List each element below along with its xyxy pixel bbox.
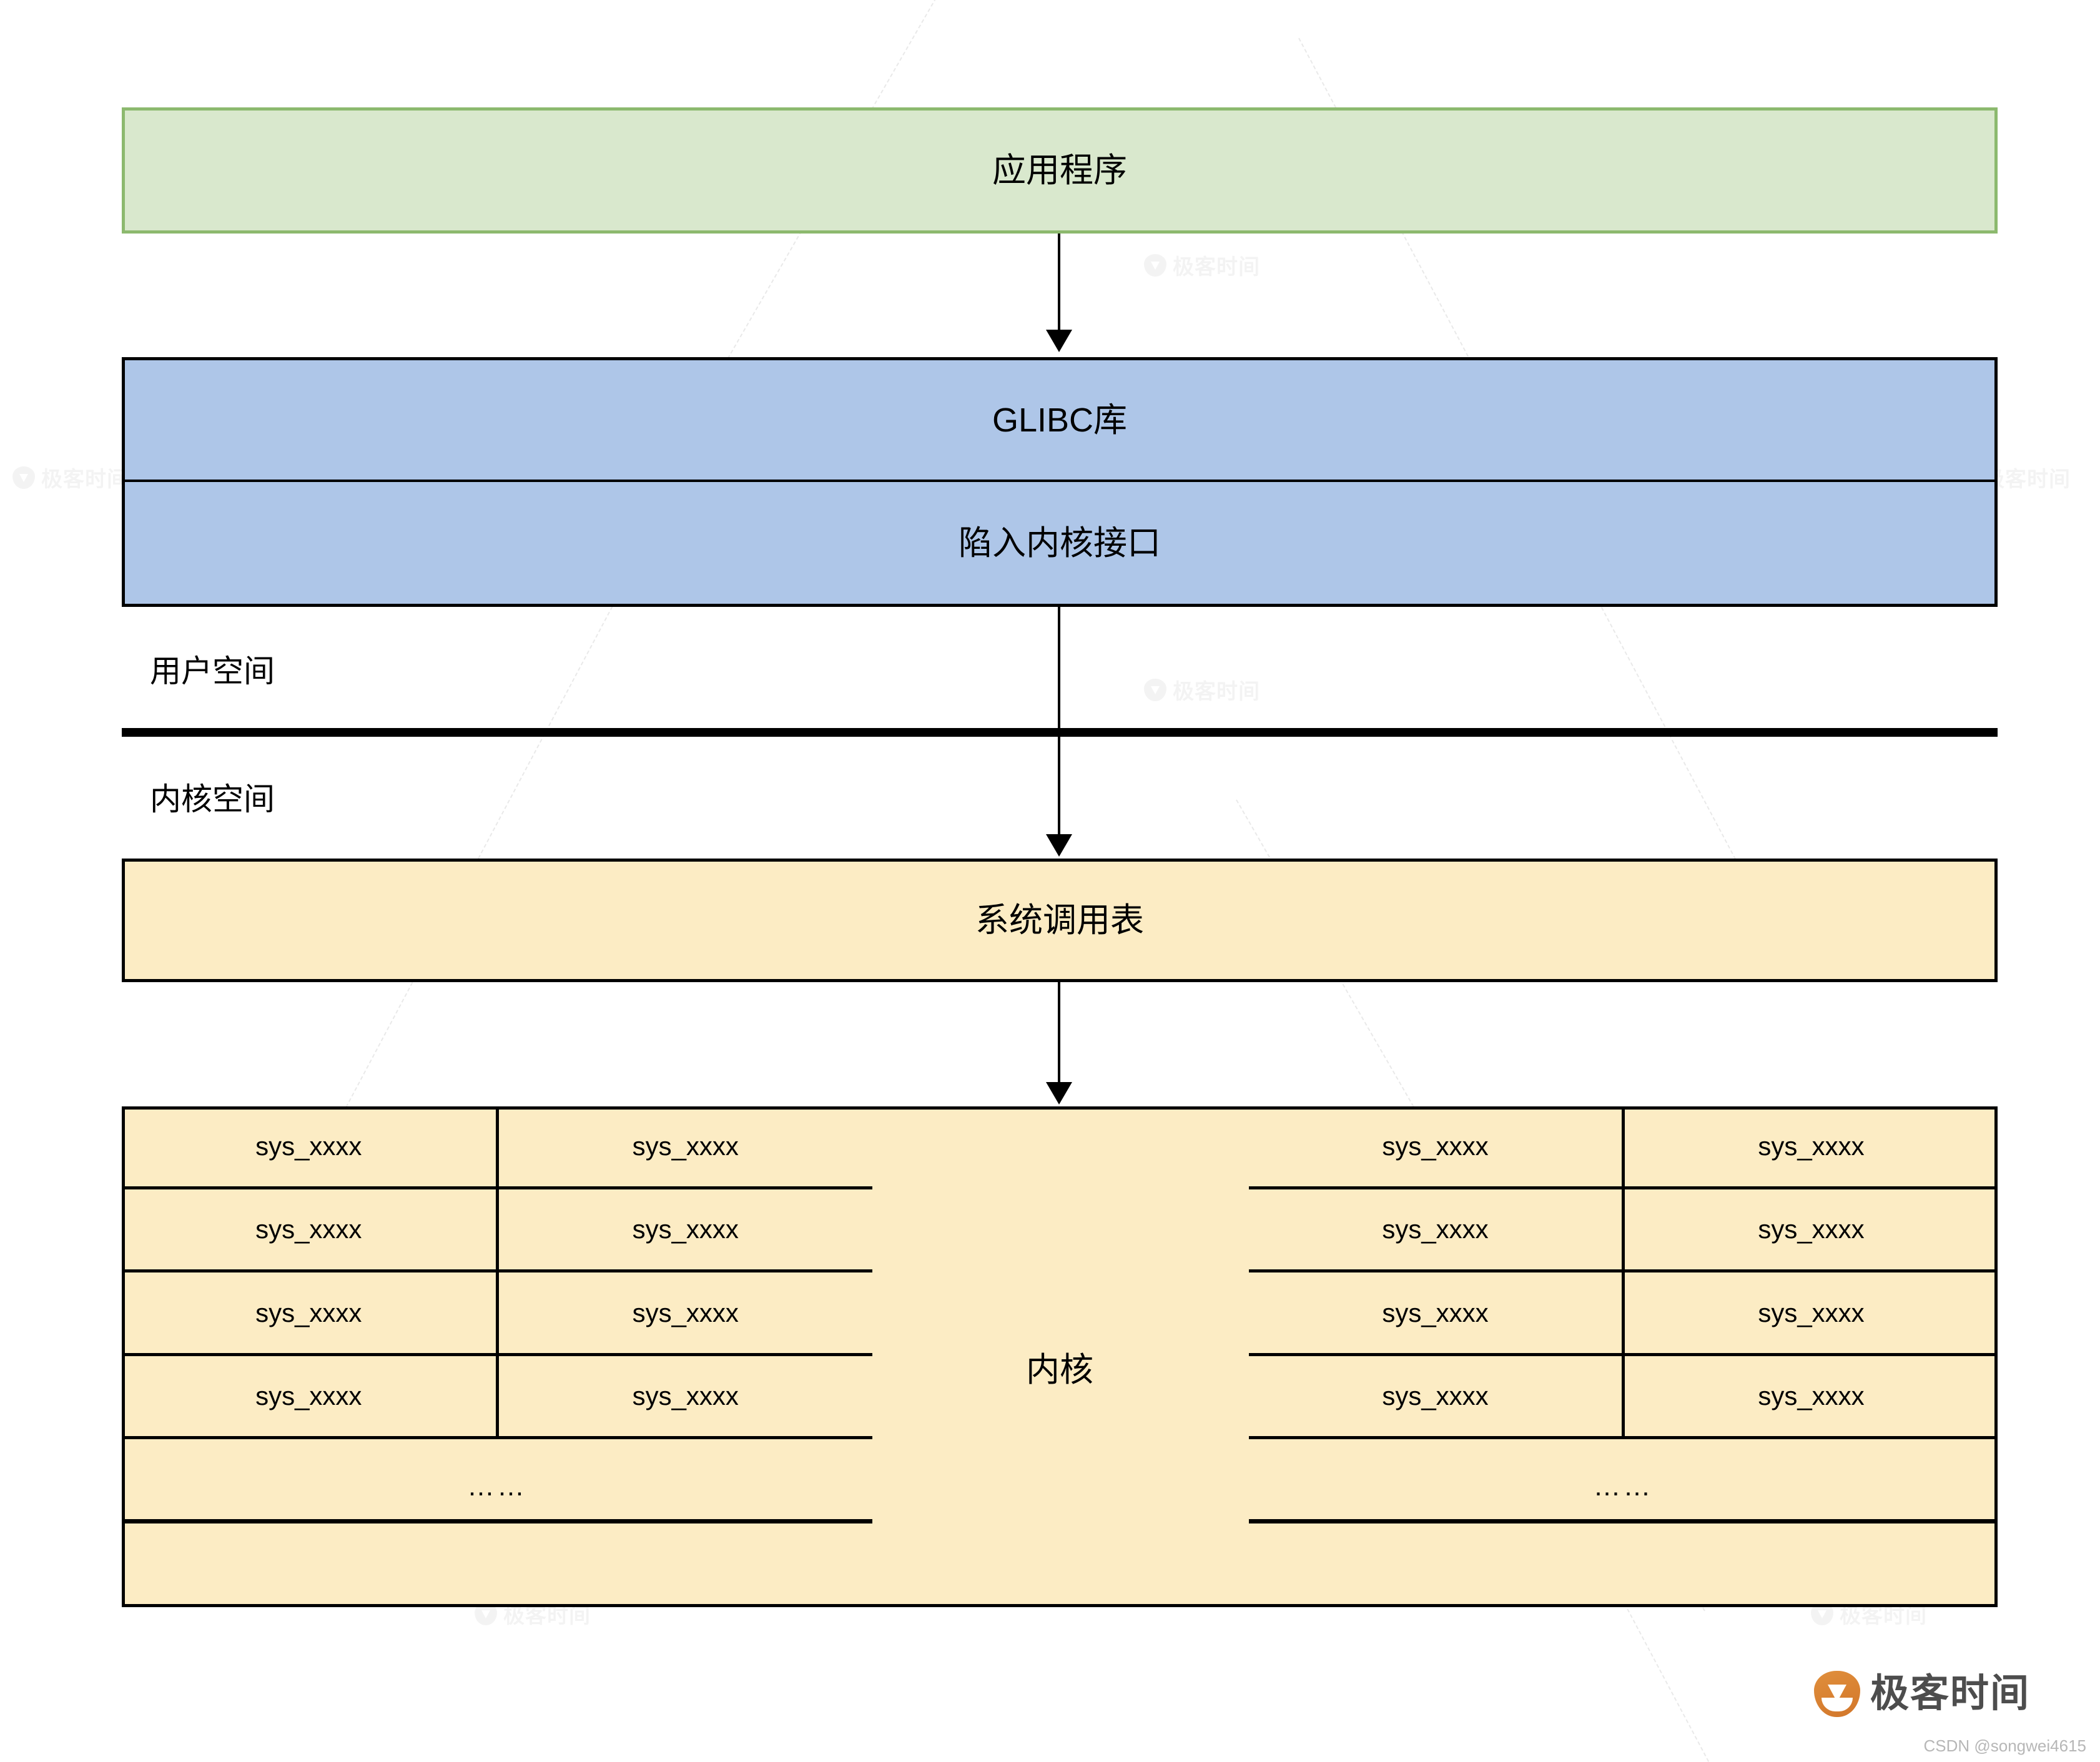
geektime-pin-icon bbox=[1814, 1671, 1860, 1717]
syscall-cell: sys_xxxx bbox=[1249, 1189, 1625, 1270]
arrow-trap-to-table-head bbox=[1046, 834, 1072, 857]
arrow-trap-to-table-line bbox=[1058, 607, 1060, 838]
syscall-cell: sys_xxxx bbox=[1249, 1272, 1625, 1353]
trap-interface-label: 陷入内核接口 bbox=[959, 524, 1161, 562]
syscall-cell: sys_xxxx bbox=[1758, 1214, 1865, 1244]
syscall-cell: sys_xxxx bbox=[632, 1131, 739, 1161]
arrow-app-to-glibc-line bbox=[1058, 234, 1060, 333]
brand-name: 极客时间 bbox=[1870, 1672, 2031, 1715]
trap-interface-box: 陷入内核接口 bbox=[122, 482, 1998, 607]
user-space-label: 用户空间 bbox=[150, 654, 275, 689]
table-row: sys_xxxx sys_xxxx bbox=[122, 1189, 872, 1273]
table-row-ellipsis: …… bbox=[1249, 1439, 1998, 1524]
glibc-label: GLIBC库 bbox=[992, 401, 1128, 439]
table-row: sys_xxxx sys_xxxx bbox=[1249, 1272, 1998, 1356]
syscall-cell: sys_xxxx bbox=[1249, 1106, 1625, 1187]
table-row-ellipsis: …… bbox=[122, 1439, 872, 1524]
syscall-cell: sys_xxxx bbox=[1758, 1381, 1865, 1410]
application-box: 应用程序 bbox=[122, 107, 1998, 234]
geektime-pin-icon bbox=[12, 466, 35, 489]
syscall-cell: sys_xxxx bbox=[122, 1356, 499, 1436]
syscall-grid-left: sys_xxxx sys_xxxx sys_xxxx sys_xxxx sys_… bbox=[122, 1106, 872, 1524]
geektime-pin-icon bbox=[1144, 678, 1166, 701]
watermark-text: 极客时间 bbox=[41, 468, 129, 491]
watermark: 极客时间 bbox=[1144, 674, 1260, 705]
table-row: sys_xxxx sys_xxxx bbox=[122, 1272, 872, 1356]
arrow-table-to-kernel-line bbox=[1058, 982, 1060, 1085]
arrow-table-to-kernel-head bbox=[1046, 1082, 1072, 1105]
syscall-cell: sys_xxxx bbox=[632, 1214, 739, 1244]
kernel-box: 内核 bbox=[122, 1106, 1998, 1607]
syscall-cell: sys_xxxx bbox=[632, 1381, 739, 1410]
table-row: sys_xxxx sys_xxxx bbox=[122, 1106, 872, 1190]
syscall-cell: sys_xxxx bbox=[632, 1297, 739, 1327]
syscall-cell: sys_xxxx bbox=[1249, 1356, 1625, 1436]
table-row: sys_xxxx sys_xxxx bbox=[1249, 1106, 1998, 1190]
csdn-credit: CSDN @songwei4615 bbox=[1923, 1736, 2086, 1755]
syscall-cell: sys_xxxx bbox=[122, 1272, 499, 1353]
watermark-text: 极客时间 bbox=[1173, 255, 1260, 279]
watermark: 极客时间 bbox=[1144, 250, 1260, 280]
syscall-ellipsis: …… bbox=[467, 1470, 527, 1502]
application-label: 应用程序 bbox=[992, 152, 1127, 189]
watermark: 极客时间 bbox=[12, 462, 129, 493]
syscall-table-label: 系统调用表 bbox=[975, 902, 1144, 939]
brand-logo: 极客时间 bbox=[1814, 1671, 2030, 1717]
table-row: sys_xxxx sys_xxxx bbox=[1249, 1189, 1998, 1273]
kernel-label: 内核 bbox=[1026, 1351, 1093, 1389]
syscall-cell: sys_xxxx bbox=[1758, 1297, 1865, 1327]
syscall-cell: sys_xxxx bbox=[122, 1189, 499, 1270]
table-row: sys_xxxx sys_xxxx bbox=[122, 1356, 872, 1439]
glibc-box: GLIBC库 bbox=[122, 357, 1998, 482]
watermark-text: 极客时间 bbox=[1173, 680, 1260, 704]
syscall-table-box: 系统调用表 bbox=[122, 859, 1998, 982]
syscall-cell: sys_xxxx bbox=[122, 1106, 499, 1187]
table-row: sys_xxxx sys_xxxx bbox=[1249, 1356, 1998, 1439]
arrow-app-to-glibc-head bbox=[1046, 330, 1072, 352]
geektime-pin-icon bbox=[1144, 253, 1166, 277]
syscall-cell: sys_xxxx bbox=[1758, 1131, 1865, 1161]
kernel-space-label: 内核空间 bbox=[150, 782, 275, 817]
syscall-ellipsis: …… bbox=[1593, 1470, 1654, 1502]
syscall-grid-right: sys_xxxx sys_xxxx sys_xxxx sys_xxxx sys_… bbox=[1249, 1106, 1998, 1524]
